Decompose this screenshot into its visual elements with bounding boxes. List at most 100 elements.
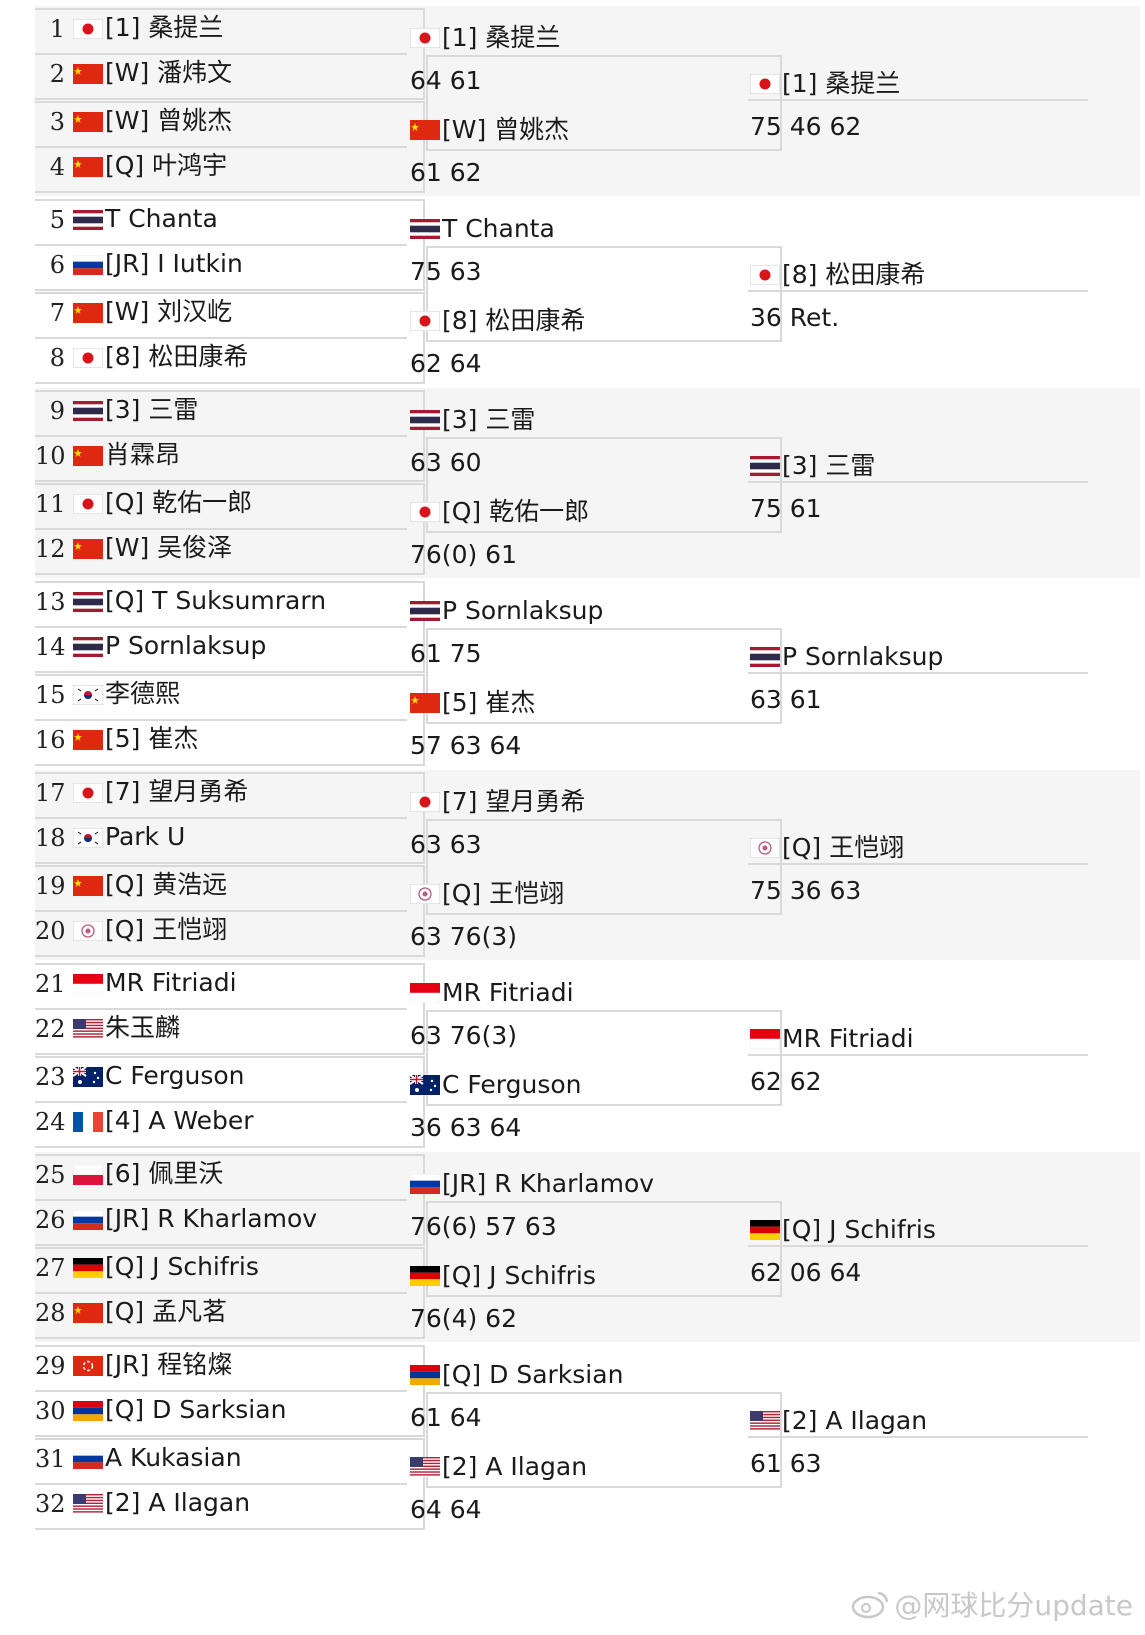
player-name: [7] 望月勇希 (105, 777, 249, 806)
germany-flag-icon (73, 1258, 103, 1278)
draw-entry: 12[W] 吴俊泽 (35, 526, 425, 572)
round2-connector (426, 628, 782, 724)
watermark-text: @网球比分update (894, 1589, 1133, 1622)
player-name: C Ferguson (442, 1070, 582, 1099)
germany-flag-icon (410, 1266, 440, 1286)
usa-flag-icon (750, 1411, 780, 1431)
korea-flag-icon (73, 828, 103, 848)
player-name: [W] 曾姚杰 (442, 115, 570, 144)
russia-flag-icon (73, 1449, 103, 1469)
match-score: 75 46 62 (750, 112, 862, 141)
draw-position: 1 (49, 15, 65, 43)
match-score: 61 75 (410, 639, 482, 668)
draw-position: 25 (35, 1161, 66, 1189)
russia-flag-icon (73, 255, 103, 275)
match-score: 63 60 (410, 448, 482, 477)
chinese-taipei-flag-icon (410, 884, 440, 904)
draw-position: 15 (35, 681, 66, 709)
round3-winner: [3] 三雷 75 61 (748, 440, 1088, 526)
match-score: 75 63 (410, 257, 482, 286)
draw-entry: 26[JR] R Kharlamov (35, 1197, 425, 1243)
draw-entry: 9[3] 三雷 (35, 388, 425, 434)
player-name: [Q] 叶鸿宇 (105, 151, 228, 180)
draw-position: 14 (35, 633, 66, 661)
round2-winner: T Chanta 75 63 (408, 203, 748, 289)
divider (35, 53, 407, 55)
player-name: 朱玉麟 (105, 1013, 181, 1042)
match-score: 76(6) 57 63 (410, 1212, 557, 1241)
draw-entry: 28[Q] 孟凡茗 (35, 1290, 425, 1336)
match-score: 75 61 (750, 494, 822, 523)
match-score: 62 06 64 (750, 1258, 862, 1287)
draw-position: 6 (49, 251, 65, 279)
divider (748, 290, 1088, 292)
match-score: 63 76(3) (410, 922, 517, 951)
player-name: [1] 桑提兰 (105, 13, 224, 42)
round1-match (35, 1438, 425, 1530)
draw-position: 23 (35, 1063, 66, 1091)
match-score: 62 62 (750, 1067, 822, 1096)
round2-connector (426, 246, 782, 342)
draw-entry: 8[8] 松田康希 (35, 335, 425, 381)
divider (35, 1292, 407, 1294)
divider (748, 1054, 1088, 1056)
japan-flag-icon (73, 19, 103, 39)
player-name: [1] 桑提兰 (442, 23, 561, 52)
divider (35, 1008, 407, 1010)
player-name: MR Fitriadi (782, 1024, 914, 1053)
draw-position: 24 (35, 1108, 66, 1136)
match-score: 63 76(3) (410, 1021, 517, 1050)
indonesia-flag-icon (73, 974, 103, 994)
player-name: [JR] R Kharlamov (442, 1169, 655, 1198)
player-name: Park U (105, 822, 186, 851)
round2-connector (426, 1201, 782, 1297)
draw-entry: 7[W] 刘汉屹 (35, 290, 425, 336)
divider (35, 435, 407, 437)
player-name: MR Fitriadi (442, 978, 574, 1007)
china-flag-icon (410, 120, 440, 140)
china-flag-icon (73, 876, 103, 896)
player-name: C Ferguson (105, 1061, 245, 1090)
match-score: 75 36 63 (750, 876, 862, 905)
usa-flag-icon (73, 1019, 103, 1039)
draw-entry: 30[Q] D Sarksian (35, 1388, 425, 1434)
divider (748, 99, 1088, 101)
match-score: 61 63 (750, 1449, 822, 1478)
divider (35, 146, 407, 148)
russia-flag-icon (73, 1210, 103, 1230)
player-name: [3] 三雷 (782, 451, 876, 480)
round1-match (35, 1154, 425, 1246)
china-flag-icon (73, 157, 103, 177)
draw-entry: 3[W] 曾姚杰 (35, 99, 425, 145)
france-flag-icon (73, 1112, 103, 1132)
player-name: MR Fitriadi (105, 968, 237, 997)
divider (748, 1436, 1088, 1438)
player-name: [Q] D Sarksian (442, 1360, 624, 1389)
japan-flag-icon (73, 783, 103, 803)
thailand-flag-icon (410, 219, 440, 239)
draw-position: 30 (35, 1397, 66, 1425)
draw-position: 31 (35, 1445, 66, 1473)
draw-entry: 11[Q] 乾佑一郎 (35, 481, 425, 527)
draw-entry: 31 A Kukasian (35, 1436, 425, 1482)
player-name: T Chanta (442, 214, 555, 243)
china-flag-icon (73, 539, 103, 559)
china-flag-icon (73, 64, 103, 84)
draw-entry: 13[Q] T Suksumrarn (35, 579, 425, 625)
hong-kong-flag-icon (73, 1356, 103, 1376)
draw-position: 22 (35, 1015, 66, 1043)
china-flag-icon (73, 112, 103, 132)
match-score: 36 Ret. (750, 303, 840, 332)
player-name: A Kukasian (105, 1443, 242, 1472)
